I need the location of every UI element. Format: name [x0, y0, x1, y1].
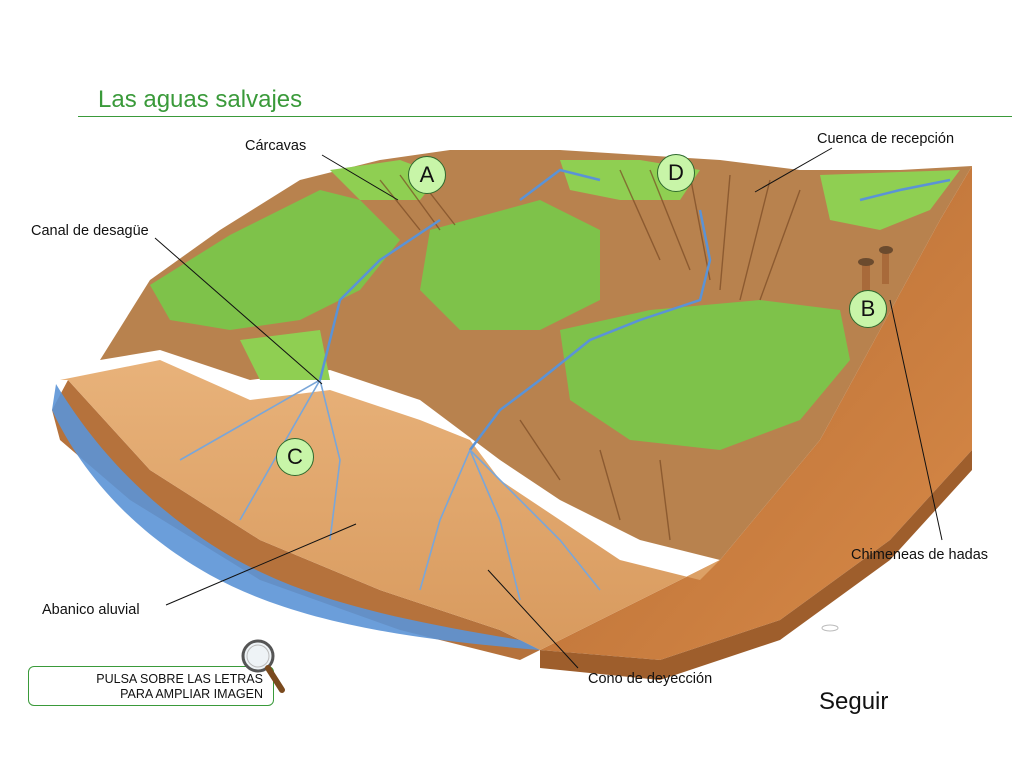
- fairy-chimneys: [858, 246, 893, 292]
- label-cono-de-deyeccion: Cono de deyección: [588, 671, 713, 687]
- grass-patch: [150, 190, 400, 330]
- leader-lines: [154, 147, 943, 669]
- label-cuenca-de-recepcion: Cuenca de recepción: [817, 131, 955, 147]
- next-button[interactable]: Seguir: [819, 688, 889, 715]
- badge-d[interactable]: D: [657, 154, 695, 192]
- label-canal-de-desague: Canal de desagüe: [31, 223, 149, 239]
- grass-patch: [420, 200, 600, 330]
- block-front-face: [52, 380, 540, 660]
- label-abanico-aluvial: Abanico aluvial: [42, 602, 140, 618]
- label-carcavas: Cárcavas: [245, 138, 307, 154]
- grass-patch: [240, 330, 330, 380]
- grass-patch: [560, 300, 850, 450]
- badge-c[interactable]: C: [276, 438, 314, 476]
- title-divider: [78, 116, 1012, 117]
- label-chimeneas-de-hadas: Chimeneas de hadas: [851, 547, 989, 563]
- block-right-face: [540, 166, 972, 660]
- magnifier-icon: [241, 639, 285, 693]
- hint-text-line-1: PULSA SOBRE LAS LETRAS: [96, 672, 263, 686]
- streams: [318, 168, 951, 451]
- hint-box: PULSA SOBRE LAS LETRAS PARA AMPLIAR IMAG…: [28, 666, 274, 706]
- page-title: Las aguas salvajes: [98, 86, 303, 113]
- badge-b[interactable]: B: [849, 290, 887, 328]
- hint-text-line-2: PARA AMPLIAR IMAGEN: [120, 687, 263, 701]
- river: [52, 384, 540, 650]
- badge-a[interactable]: A: [408, 156, 446, 194]
- alluvial-plain: [60, 360, 720, 650]
